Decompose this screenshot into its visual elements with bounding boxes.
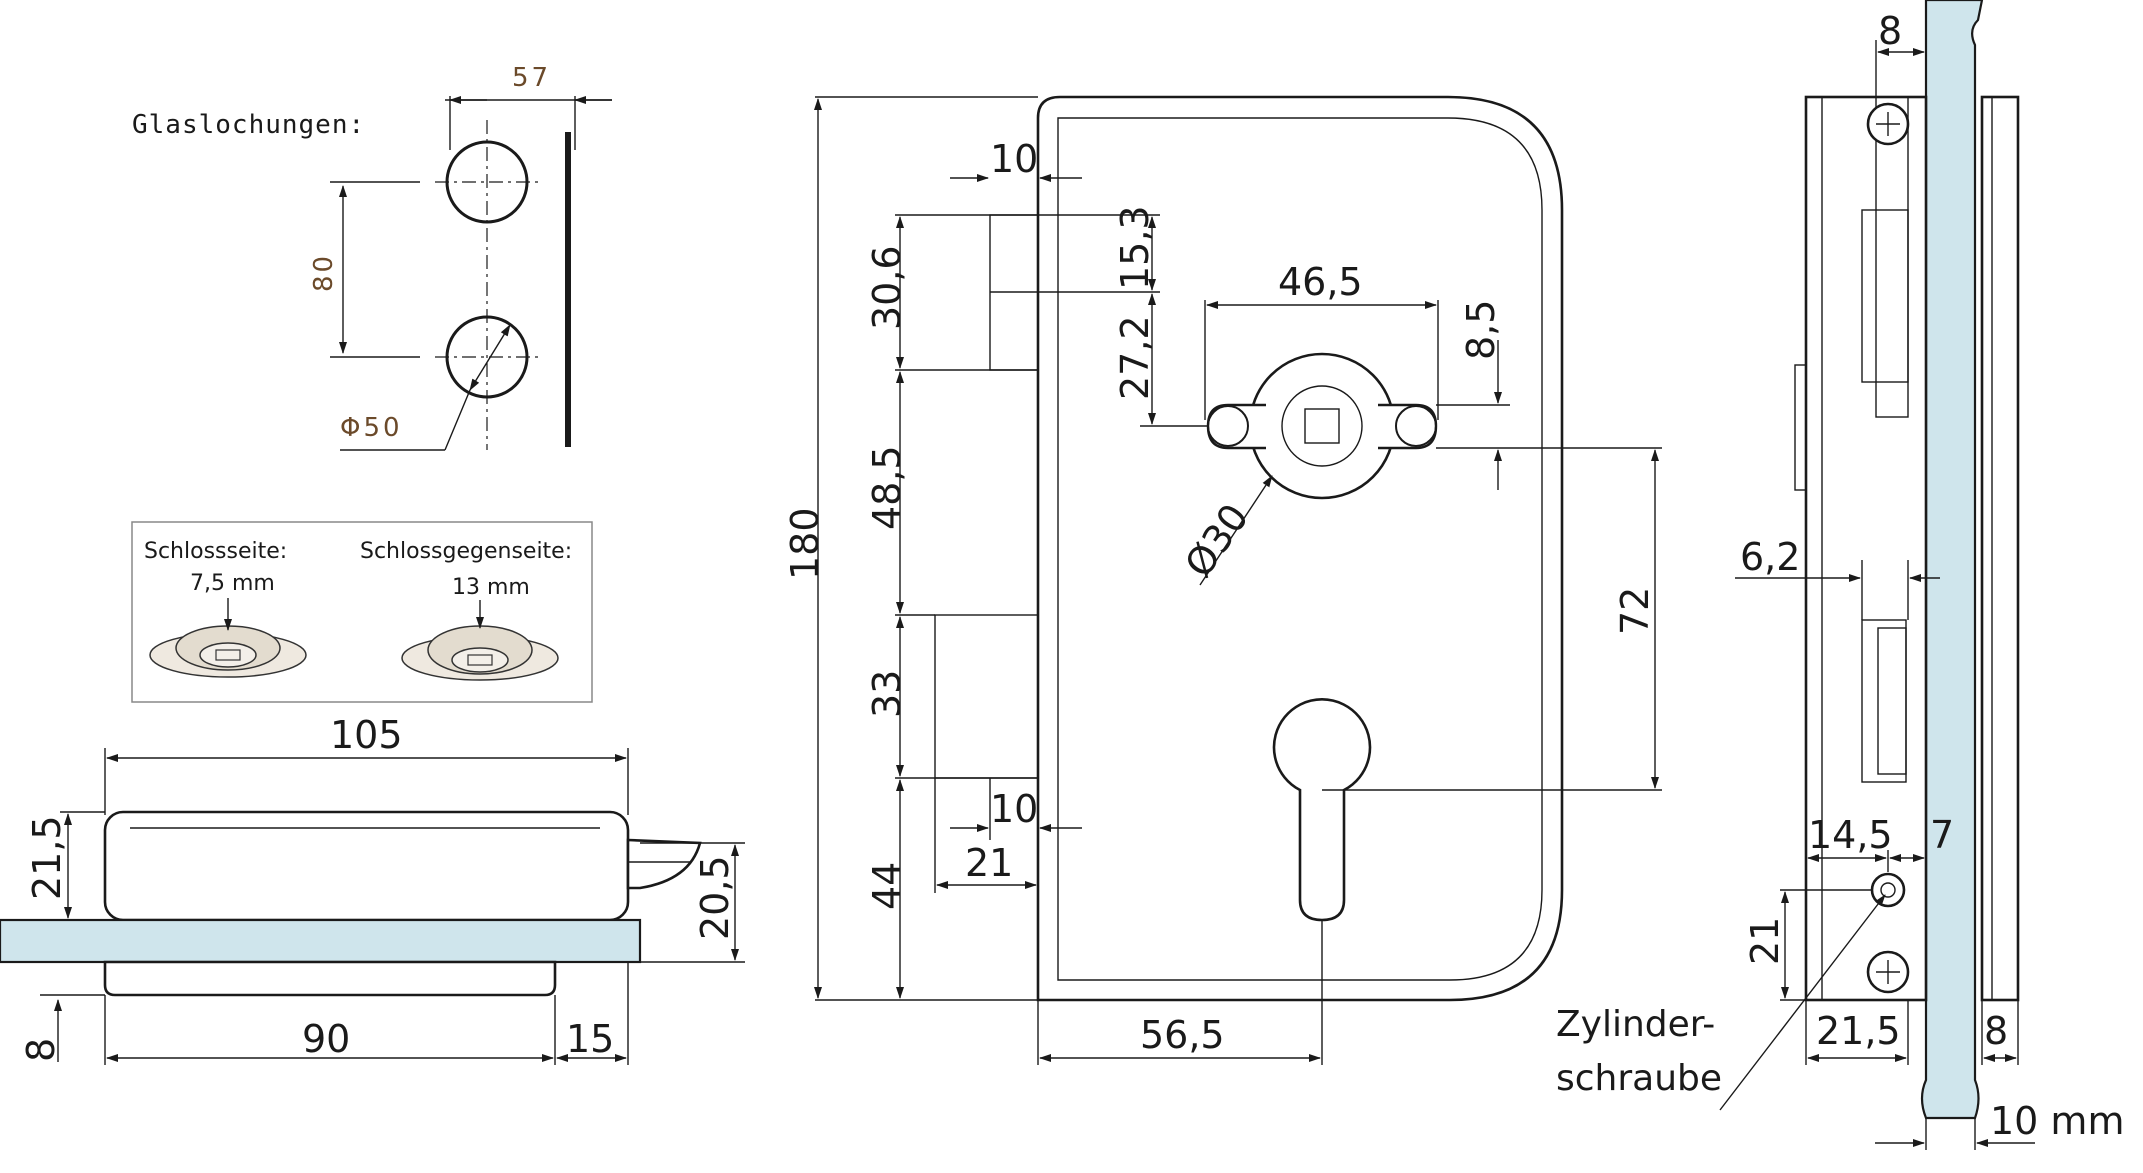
top-view-height-right: 20,5 bbox=[693, 855, 737, 940]
cylinder-screw-icon bbox=[1870, 872, 1906, 908]
front-frame-offset-bottom: 10 bbox=[990, 787, 1038, 831]
side-glass-thickness: 10 mm bbox=[1990, 1099, 2124, 1143]
bolt-front bbox=[934, 614, 1039, 779]
top-screw-icon bbox=[1866, 102, 1910, 146]
glass-holes-title: Glaslochungen: bbox=[132, 110, 365, 140]
lock-side-inset: Schlossseite: 7,5 mm Schlossgegenseite: … bbox=[131, 521, 593, 703]
front-hole-spacing: 46,5 bbox=[1278, 260, 1363, 304]
front-frame-offset-top: 10 bbox=[990, 137, 1038, 181]
bottom-screw-icon bbox=[1866, 950, 1910, 994]
side-right-width: 8 bbox=[1984, 1009, 2008, 1053]
top-view: 105 21,5 20,5 8 90 15 bbox=[0, 713, 745, 1065]
front-backset: 56,5 bbox=[1140, 1013, 1225, 1057]
hole-diameter: Φ50 bbox=[340, 413, 403, 443]
opposite-side-value: 13 mm bbox=[452, 575, 530, 600]
top-view-height-left: 21,5 bbox=[25, 815, 69, 900]
side-base-width: 21,5 bbox=[1816, 1009, 1901, 1053]
front-bolt-projection: 21 bbox=[965, 841, 1013, 885]
glass-edge-bar bbox=[565, 132, 571, 447]
lock-side-value: 7,5 mm bbox=[190, 571, 275, 596]
front-mid-section: 48,5 bbox=[865, 445, 909, 530]
side-screw-height: 21 bbox=[1743, 917, 1787, 965]
opposite-side-label: Schlossgegenseite: bbox=[360, 539, 572, 564]
glass-pane-top bbox=[0, 918, 642, 964]
counter-plate-side bbox=[1980, 95, 2020, 1002]
side-screw-to-glass: 7 bbox=[1930, 813, 1954, 857]
top-view-overall-width: 105 bbox=[330, 713, 403, 757]
lock-side-label: Schlossseite: bbox=[144, 539, 287, 564]
side-screw-offset: 14,5 bbox=[1808, 813, 1893, 857]
front-latch-center: 15,3 bbox=[1113, 205, 1157, 290]
latch-side bbox=[1861, 209, 1909, 383]
lock-case-front bbox=[1036, 95, 1564, 1002]
opposite-side-rosette-icon bbox=[401, 600, 559, 681]
front-bottom-section: 44 bbox=[865, 862, 909, 910]
front-spindle-to-cylinder: 72 bbox=[1613, 587, 1657, 635]
latch-top bbox=[626, 838, 702, 890]
glass-pane-side bbox=[1920, 0, 1984, 1120]
cylinder-screw-label-line2: schraube bbox=[1556, 1058, 1722, 1099]
front-overall-height: 180 bbox=[783, 507, 827, 580]
front-bolt-height: 33 bbox=[865, 670, 909, 718]
hole-spacing-horizontal: 57 bbox=[512, 63, 551, 93]
glass-holes-detail: Glaslochungen: 57 80 Φ50 bbox=[132, 63, 612, 451]
top-view-base-width: 90 bbox=[302, 1017, 350, 1061]
side-view: 8 6,2 14,5 7 21 21,5 8 Zylinder- schraub… bbox=[1556, 0, 2124, 1150]
top-view-latch-width: 15 bbox=[566, 1017, 614, 1061]
side-faceplate-offset: 6,2 bbox=[1740, 535, 1800, 579]
lock-body-side bbox=[1804, 95, 1928, 1002]
front-spindle-offset: 27,2 bbox=[1113, 315, 1157, 400]
front-view: 180 10 30,6 15,3 27,2 46,5 8,5 48,5 bbox=[783, 95, 1662, 1065]
front-latch-height: 30,6 bbox=[865, 245, 909, 330]
hole-spacing-vertical: 80 bbox=[309, 253, 339, 292]
side-top-width: 8 bbox=[1878, 9, 1902, 53]
front-hole-offset: 8,5 bbox=[1459, 300, 1503, 360]
top-view-glass-offset: 8 bbox=[19, 1038, 63, 1062]
square-spindle-hole bbox=[1304, 408, 1340, 444]
base-plate-top bbox=[103, 960, 557, 997]
cylinder-screw-label-line1: Zylinder- bbox=[1556, 1004, 1715, 1045]
lock-side-rosette-icon bbox=[149, 598, 307, 678]
